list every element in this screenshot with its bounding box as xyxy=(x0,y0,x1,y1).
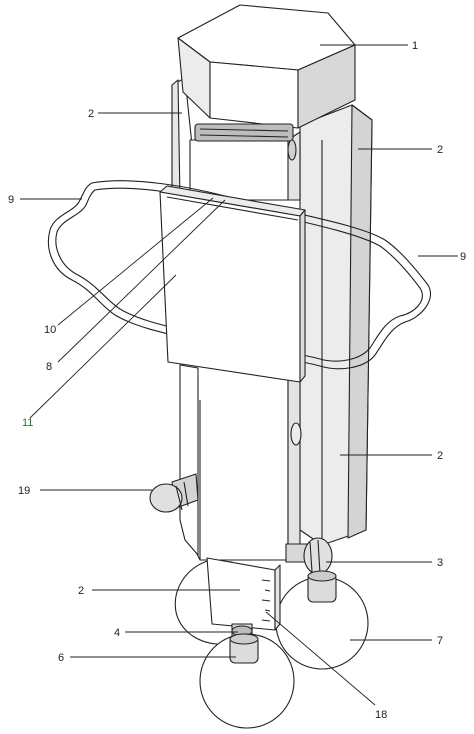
left-column xyxy=(171,77,193,201)
label-8: 8 xyxy=(46,361,52,373)
label-11: 11 xyxy=(22,417,33,429)
part-labels: 1 2 2 9 9 10 8 11 2 19 3 2 4 7 6 18 xyxy=(8,40,466,721)
front-plate xyxy=(159,185,306,383)
center-column xyxy=(189,131,301,201)
right-sphere xyxy=(275,570,369,670)
label-18: 18 xyxy=(375,709,387,721)
label-6: 6 xyxy=(58,652,64,664)
roller xyxy=(194,123,297,161)
lower-body xyxy=(182,351,301,561)
right-column xyxy=(299,104,373,546)
label-9-right: 9 xyxy=(460,251,466,263)
column-hole xyxy=(290,422,302,446)
label-7: 7 xyxy=(437,635,443,647)
label-19: 19 xyxy=(18,485,30,497)
handle-loop xyxy=(47,180,431,370)
hex-head xyxy=(177,4,356,129)
label-2-upper-left: 2 xyxy=(88,108,94,120)
label-9-left: 9 xyxy=(8,194,14,206)
label-10: 10 xyxy=(44,324,56,336)
scale-block xyxy=(206,557,281,631)
label-4: 4 xyxy=(114,627,120,639)
knob-3 xyxy=(285,537,333,575)
label-3: 3 xyxy=(437,557,443,569)
label-2-upper-right: 2 xyxy=(437,144,443,156)
knob-19 xyxy=(149,473,199,513)
label-2-middle-right: 2 xyxy=(437,450,443,462)
lower-left-column xyxy=(179,364,199,556)
leader-lines xyxy=(20,44,458,706)
front-sphere xyxy=(199,623,295,729)
label-1: 1 xyxy=(412,40,418,52)
label-2-lower-left: 2 xyxy=(78,585,84,597)
